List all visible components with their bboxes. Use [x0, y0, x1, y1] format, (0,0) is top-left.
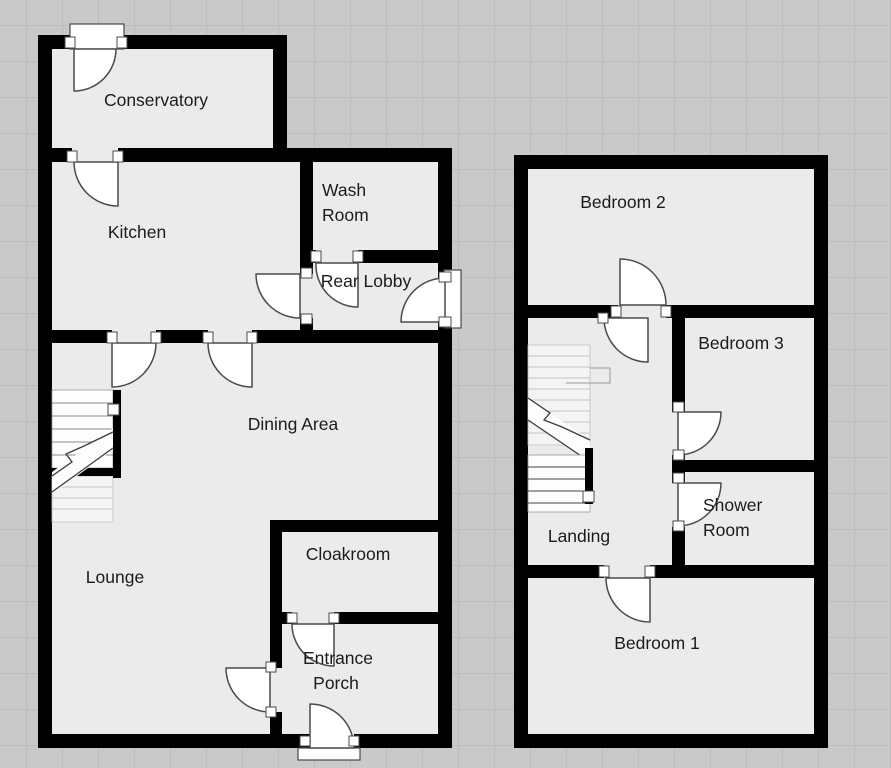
rear-lobby-kitchen-door-arc [255, 273, 301, 319]
room-label-bedroom-2: Bedroom 2 [580, 192, 666, 212]
room-label-entrance-porch-line1: Entrance [303, 648, 373, 668]
room-label-bedroom-1: Bedroom 1 [614, 633, 700, 653]
ground-room-labels: Conservatory Kitchen Wash Room Rear Lobb… [86, 90, 412, 693]
room-label-kitchen: Kitchen [108, 222, 166, 242]
first-room-labels: Bedroom 2 Bedroom 3 Shower Room Landing … [548, 192, 784, 653]
room-label-landing: Landing [548, 526, 610, 546]
room-label-rear-lobby: Rear Lobby [321, 271, 412, 291]
first-doors [597, 258, 722, 623]
room-label-dining-area: Dining Area [248, 414, 339, 434]
room-label-wash-room-line1: Wash [322, 180, 366, 200]
lounge-door-arc [111, 342, 157, 388]
bedroom-1-door-arc [605, 577, 651, 623]
staircase-first [527, 344, 611, 513]
cloakroom-door-arc [291, 623, 335, 667]
ground-doors [64, 23, 462, 761]
front-door-threshold [297, 747, 361, 761]
room-label-cloakroom: Cloakroom [306, 544, 391, 564]
room-label-wash-room-line2: Room [322, 205, 369, 225]
kitchen-door-arc [73, 161, 119, 207]
room-label-lounge: Lounge [86, 567, 144, 587]
first-floor-plan: Bedroom 2 Bedroom 3 Shower Room Landing … [514, 155, 828, 748]
room-label-entrance-porch-line2: Porch [313, 673, 359, 693]
bedroom-2-door-arc [619, 258, 667, 306]
first-walls [514, 155, 828, 748]
room-label-conservatory: Conservatory [104, 90, 208, 110]
room-label-shower-room-line2: Room [703, 520, 750, 540]
staircase-ground [51, 389, 121, 523]
room-label-shower-room-line1: Shower [703, 495, 763, 515]
first-room-fills [514, 155, 828, 748]
conservatory-exterior-door-leaf [69, 23, 125, 50]
conservatory-door-arc [73, 48, 117, 92]
dining-area-door-arc [207, 342, 253, 388]
ground-floor-plan: Conservatory Kitchen Wash Room Rear Lobb… [38, 23, 462, 761]
wash-room-door-arc [315, 262, 359, 308]
room-label-bedroom-3: Bedroom 3 [698, 333, 784, 353]
